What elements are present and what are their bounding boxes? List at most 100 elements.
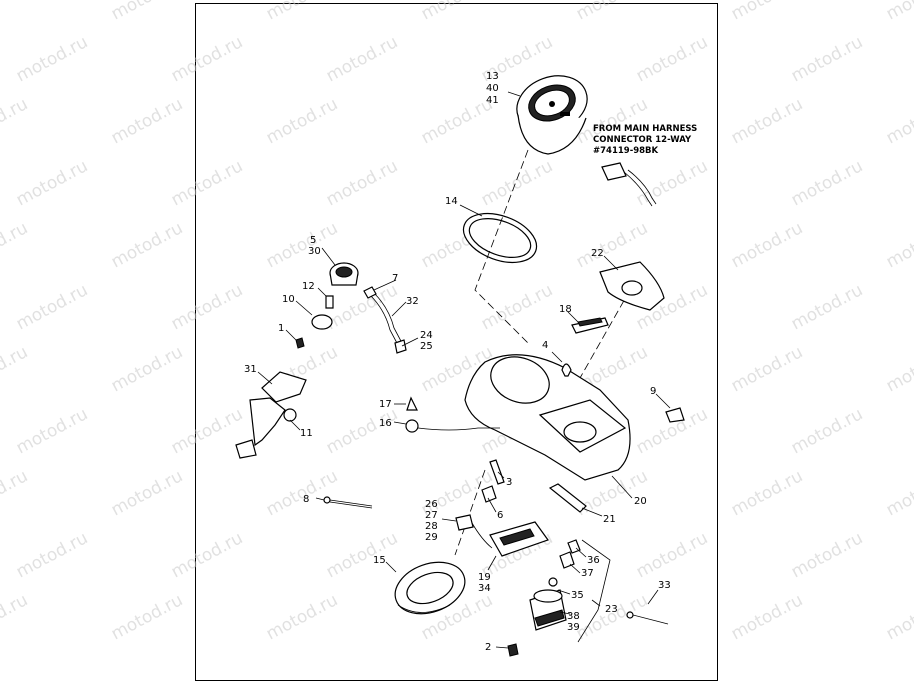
- callout-36: 36: [587, 555, 600, 566]
- screw-2: [507, 643, 519, 657]
- watermark-text: motod.ru: [13, 528, 91, 582]
- watermark-text: motod.ru: [168, 156, 246, 210]
- watermark-text: motod.ru: [108, 590, 186, 644]
- watermark-text: motod.ru: [573, 0, 651, 24]
- callout-20: 20: [634, 496, 647, 507]
- watermark-text: motod.ru: [263, 218, 341, 272]
- callout-11: 11: [300, 428, 313, 439]
- watermark-text: motod.ru: [168, 32, 246, 86]
- watermark-text: motod.ru: [323, 280, 401, 334]
- callout-39: 39: [567, 622, 580, 633]
- watermark-text: motod.ru: [13, 156, 91, 210]
- callout-38: 38: [567, 611, 580, 622]
- watermark-text: motod.ru: [728, 0, 806, 24]
- callout-33: 33: [658, 580, 671, 591]
- bracket: [571, 317, 609, 334]
- callout-17: 17: [379, 399, 392, 410]
- callout-30: 30: [308, 246, 321, 257]
- callout-27: 27: [425, 510, 438, 521]
- gasket-ring: [462, 212, 538, 264]
- watermark-text: motod.ru: [108, 0, 186, 24]
- callout-16: 16: [379, 418, 392, 429]
- switch-36: [567, 539, 581, 554]
- screw: [489, 459, 505, 485]
- callout-25: 25: [420, 341, 433, 352]
- watermark-text: motod.ru: [478, 280, 556, 334]
- watermark-text: motod.ru: [108, 342, 186, 396]
- callout-22: 22: [591, 248, 604, 259]
- gauge-bracket: [235, 371, 307, 459]
- callout-1: 1: [278, 323, 284, 334]
- watermark-text: motod.ru: [633, 528, 711, 582]
- callout-23: 23: [605, 604, 618, 615]
- note-line-1: FROM MAIN HARNESS: [593, 124, 697, 134]
- callout-34: 34: [478, 583, 491, 594]
- watermark-layer: motod.ru motod.ru motod.ru motod.ru motod.ru…: [0, 0, 914, 644]
- callout-7: 7: [392, 273, 398, 284]
- callout-18: 18: [559, 304, 572, 315]
- callout-13: 13: [486, 71, 499, 82]
- sensor-16: [405, 419, 500, 433]
- watermark-text: motod.ru: [788, 404, 866, 458]
- watermark-text: motod.ru: [0, 94, 31, 148]
- callout-10: 10: [282, 294, 295, 305]
- stud: [295, 337, 305, 349]
- leader-lines: [257, 247, 671, 649]
- clip: [665, 407, 685, 423]
- grommet: [481, 485, 497, 503]
- callout-14: 14: [445, 196, 458, 207]
- watermark-text: motod.ru: [788, 528, 866, 582]
- watermark-text: motod.ru: [788, 280, 866, 334]
- callout-21: 21: [603, 514, 616, 525]
- watermark-text: motod.ru: [0, 590, 31, 644]
- callout-9: 9: [650, 386, 656, 397]
- watermark-text: motod.ru: [168, 528, 246, 582]
- ignition-switch: [529, 577, 567, 631]
- watermark-text: motod.ru: [728, 94, 806, 148]
- watermark-text: motod.ru: [0, 218, 31, 272]
- callout-31: 31: [244, 364, 257, 375]
- watermark-text: motod.ru: [13, 32, 91, 86]
- callout-labels: 13 40 41 14 5 30 12 7 10 32 1 24 25 22 1…: [244, 71, 671, 653]
- bezel: [394, 561, 466, 615]
- callout-35: 35: [571, 590, 584, 601]
- watermark-text: motod.ru: [0, 342, 31, 396]
- watermark-text: motod.ru: [728, 342, 806, 396]
- strip: [548, 483, 587, 513]
- watermark-text: motod.ru: [883, 590, 914, 644]
- watermark-text: motod.ru: [633, 156, 711, 210]
- watermark-text: motod.ru: [108, 466, 186, 520]
- watermark-text: motod.ru: [478, 156, 556, 210]
- watermark-text: motod.ru: [418, 94, 496, 148]
- indicator-bulb: [561, 363, 572, 377]
- callout-26: 26: [425, 499, 438, 510]
- callout-12: 12: [302, 281, 315, 292]
- callout-37: 37: [581, 568, 594, 579]
- bolt: [323, 496, 373, 509]
- speedometer: [516, 75, 588, 155]
- watermark-text: motod.ru: [323, 32, 401, 86]
- switch-module: [455, 514, 549, 557]
- callout-24: 24: [420, 330, 433, 341]
- instrument-console: [464, 354, 631, 481]
- callout-15: 15: [373, 555, 386, 566]
- screw-33: [626, 611, 669, 625]
- watermark-text: motod.ru: [418, 0, 496, 24]
- watermark-text: motod.ru: [573, 590, 651, 644]
- watermark-text: motod.ru: [788, 32, 866, 86]
- watermark-text: motod.ru: [883, 94, 914, 148]
- watermark-text: motod.ru: [108, 218, 186, 272]
- callout-4: 4: [542, 340, 548, 351]
- harness-connector: [601, 162, 657, 207]
- sensor-17: [406, 396, 418, 411]
- spring: [325, 295, 334, 309]
- callout-6: 6: [497, 510, 503, 521]
- gauge: [329, 262, 359, 286]
- watermark-text: motod.ru: [263, 94, 341, 148]
- watermark-text: motod.ru: [168, 404, 246, 458]
- callout-3: 3: [506, 477, 512, 488]
- watermark-text: motod.ru: [788, 156, 866, 210]
- watermark-text: motod.ru: [883, 218, 914, 272]
- watermark-text: motod.ru: [13, 280, 91, 334]
